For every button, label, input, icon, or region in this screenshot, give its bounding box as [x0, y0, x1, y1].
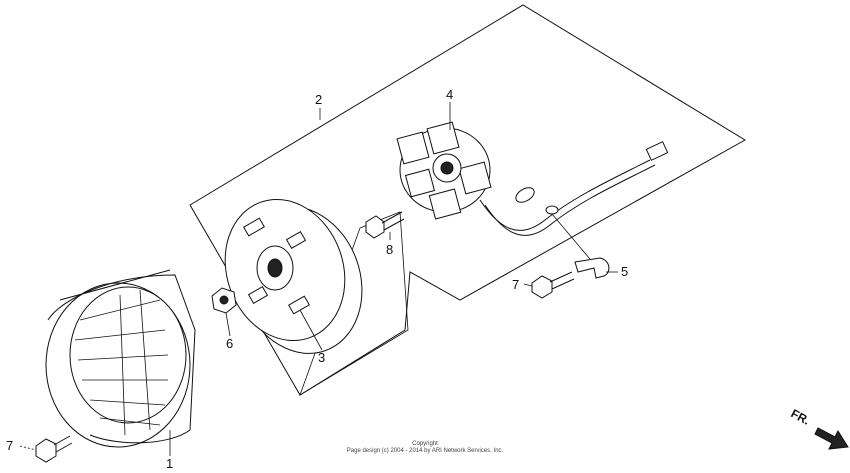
stator-coil[interactable]	[396, 121, 669, 266]
clamp-bolt[interactable]	[531, 271, 575, 299]
copyright-notice: Copyright Page design (c) 2004 - 2014 by…	[0, 441, 850, 455]
callout-2: 2	[315, 92, 322, 107]
arrow-icon	[814, 427, 849, 450]
cooling-fan[interactable]	[45, 269, 196, 448]
callout-7-upper: 7	[512, 277, 519, 292]
stator-bolt[interactable]	[365, 211, 405, 239]
flywheel[interactable]	[206, 183, 382, 371]
callout-4: 4	[446, 87, 453, 102]
callout-6: 6	[226, 336, 233, 351]
flywheel-nut[interactable]	[211, 287, 237, 314]
wire-clamp[interactable]	[574, 257, 610, 279]
callout-5: 5	[621, 264, 628, 279]
leader-lines	[19, 102, 618, 456]
callout-8: 8	[386, 242, 393, 257]
copyright-line-1: Copyright	[412, 441, 438, 447]
callout-3: 3	[318, 350, 325, 365]
callout-7-lower: 7	[6, 438, 13, 453]
svg-text:FR.: FR.	[789, 406, 813, 427]
callout-1: 1	[166, 456, 173, 471]
fan-bolt[interactable]	[35, 435, 73, 463]
copyright-line-2: Page design (c) 2004 - 2014 by ARI Netwo…	[346, 448, 504, 454]
